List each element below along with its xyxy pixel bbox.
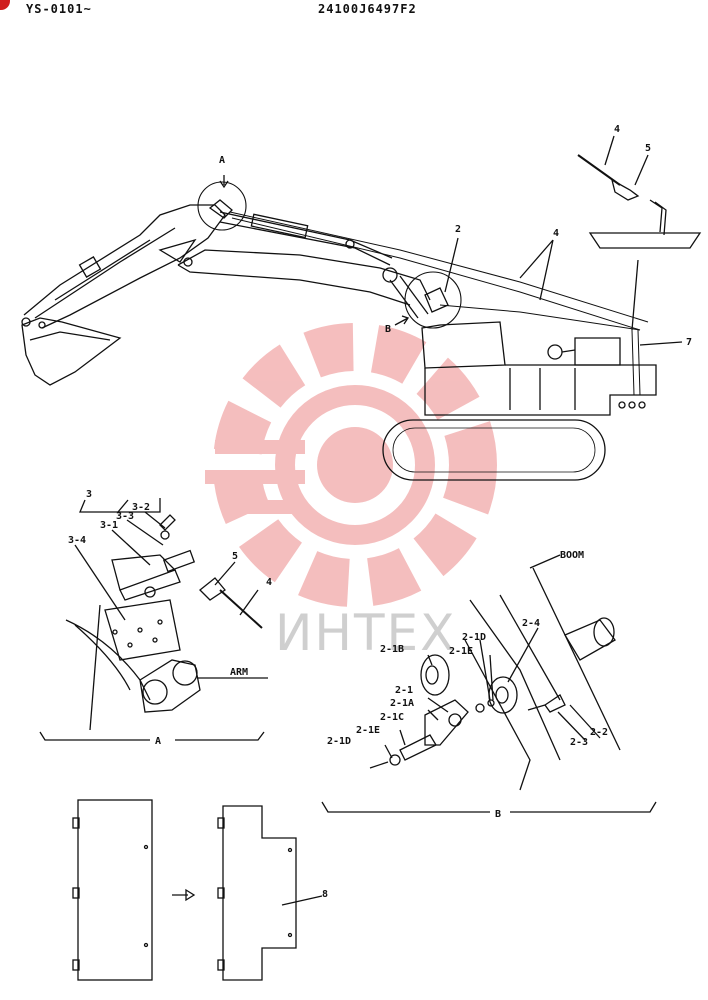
- label-a-top: A: [219, 155, 225, 166]
- label-2-1b: 2-1B: [380, 644, 404, 655]
- label-7: 7: [686, 337, 692, 348]
- label-2-1c: 2-1C: [380, 712, 404, 723]
- label-arm: ARM: [230, 667, 248, 678]
- label-5-detail: 5: [232, 551, 238, 562]
- label-3-1: 3-1: [100, 520, 118, 531]
- label-2-1d-low: 2-1D: [327, 736, 351, 747]
- excavator-main-view: [21, 135, 702, 481]
- detail-b-view: [321, 554, 657, 813]
- label-2-1a: 2-1A: [390, 698, 414, 709]
- label-2: 2: [455, 224, 461, 235]
- corner-mark: [0, 0, 10, 10]
- label-5-top: 5: [645, 143, 651, 154]
- label-b-detail: B: [495, 809, 501, 820]
- cover-panels-view: [72, 799, 323, 981]
- label-2-4: 2-4: [522, 618, 540, 629]
- label-2-3: 2-3: [570, 737, 588, 748]
- label-3: 3: [86, 489, 92, 500]
- label-4-detail: 4: [266, 577, 272, 588]
- label-3-2: 3-2: [132, 502, 150, 513]
- label-2-2: 2-2: [590, 727, 608, 738]
- serial-range: YS-0101~: [26, 2, 92, 16]
- detail-a-view: [39, 498, 268, 741]
- label-3-3: 3-3: [116, 511, 134, 522]
- label-8: 8: [322, 889, 328, 900]
- label-boom: BOOM: [560, 550, 584, 561]
- part-number: 24100J6497F2: [318, 2, 417, 16]
- label-2-1e-top: 2-1E: [449, 646, 473, 657]
- label-b-main: B: [385, 324, 391, 335]
- label-2-1d-top: 2-1D: [462, 632, 486, 643]
- label-2-1e-low: 2-1E: [356, 725, 380, 736]
- label-4-top: 4: [614, 124, 620, 135]
- label-a-detail: A: [155, 736, 161, 747]
- callout-labels: A 2 4 5 4 7 B 3 3-2 3-3 3-1 3-4 5 4 ARM …: [68, 124, 692, 900]
- watermark-logo: [205, 323, 497, 607]
- label-4-main: 4: [553, 228, 559, 239]
- label-3-4: 3-4: [68, 535, 86, 546]
- label-2-1: 2-1: [395, 685, 413, 696]
- watermark-text: ИНТЕХ: [275, 604, 456, 662]
